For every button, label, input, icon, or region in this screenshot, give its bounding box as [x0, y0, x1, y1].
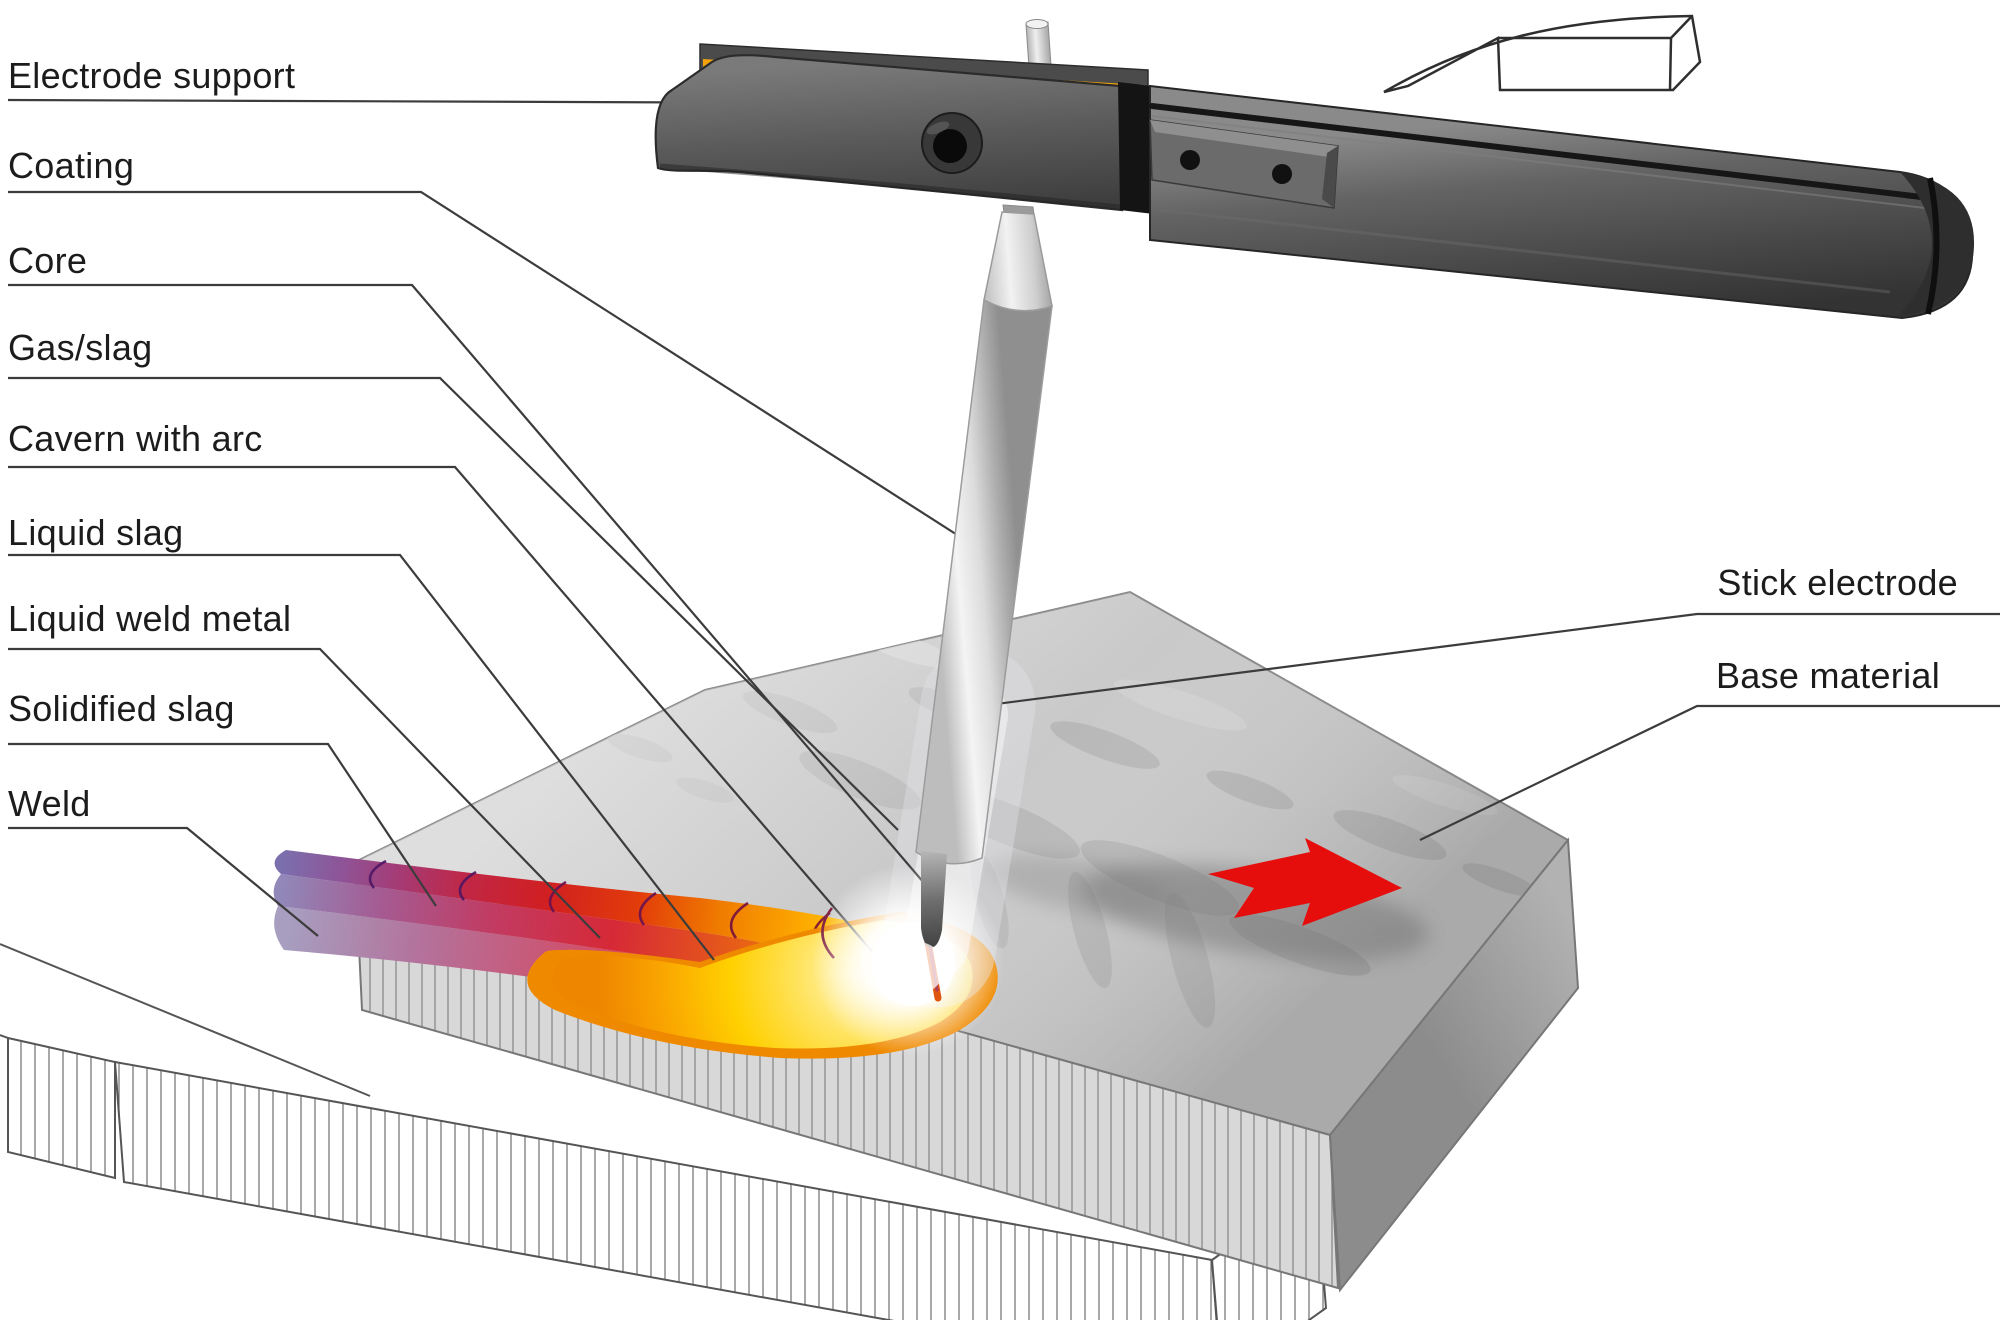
electrode-ferrule — [983, 211, 1053, 312]
leader-liquid-weld-metal — [8, 647, 601, 939]
holder-head-bottom-shade — [659, 163, 1121, 210]
slab-front-face — [113, 1060, 1218, 1320]
leader-gas-slag — [8, 376, 899, 831]
leader-solidified-slag — [8, 742, 437, 907]
label-core: Core — [8, 240, 87, 281]
leader-core — [8, 283, 931, 891]
leader-weld — [8, 826, 319, 937]
label-gas-slag: Gas/slag — [8, 327, 152, 368]
slab-back-top-edge — [0, 943, 371, 1097]
handle-end-divider — [1925, 177, 1940, 315]
holder-joint — [1118, 82, 1154, 214]
labels: Electrode support Coating Core Gas/slag … — [8, 55, 1958, 824]
arc-wash — [892, 942, 944, 994]
slab-left-end-face — [7, 1036, 116, 1180]
electrode-core-tip — [921, 851, 947, 948]
leader-stick-electrode — [964, 612, 2000, 710]
leader-coating — [8, 190, 963, 539]
base-plate-right-face — [1328, 837, 1580, 1293]
label-coating: Coating — [8, 145, 134, 186]
label-solidified-slag: Solidified slag — [8, 688, 235, 729]
label-liquid-slag: Liquid slag — [8, 512, 183, 553]
panel-rivet — [1272, 164, 1292, 184]
holder-hole — [921, 112, 983, 174]
label-base-material: Base material — [1716, 655, 1940, 696]
leader-base-material — [1419, 704, 2000, 841]
weld-bead-upper-band — [273, 874, 905, 1016]
leader-liquid-slag — [8, 553, 715, 961]
label-liquid-weld-metal: Liquid weld metal — [8, 598, 291, 639]
leader-cavern-with-arc — [8, 465, 877, 957]
handle-hanger-outline — [1383, 14, 1702, 94]
electrode-holder — [654, 14, 1975, 320]
handle-seam-highlight — [1151, 115, 1926, 209]
slab-top-left-edge — [0, 1034, 9, 1039]
stick-electrode — [892, 204, 1053, 994]
travel-direction-arrow-icon — [1208, 838, 1402, 926]
label-cavern-with-arc: Cavern with arc — [8, 418, 263, 459]
weld-bead-top-surface — [274, 850, 917, 982]
panel-rivet — [1180, 150, 1200, 170]
label-stick-electrode: Stick electrode — [1717, 562, 1958, 603]
handle-seam — [1149, 103, 1933, 201]
handle-panel — [1149, 119, 1339, 209]
label-electrode-support: Electrode support — [8, 55, 295, 96]
handle-lower-highlight — [1159, 208, 1891, 294]
label-weld: Weld — [8, 783, 91, 824]
